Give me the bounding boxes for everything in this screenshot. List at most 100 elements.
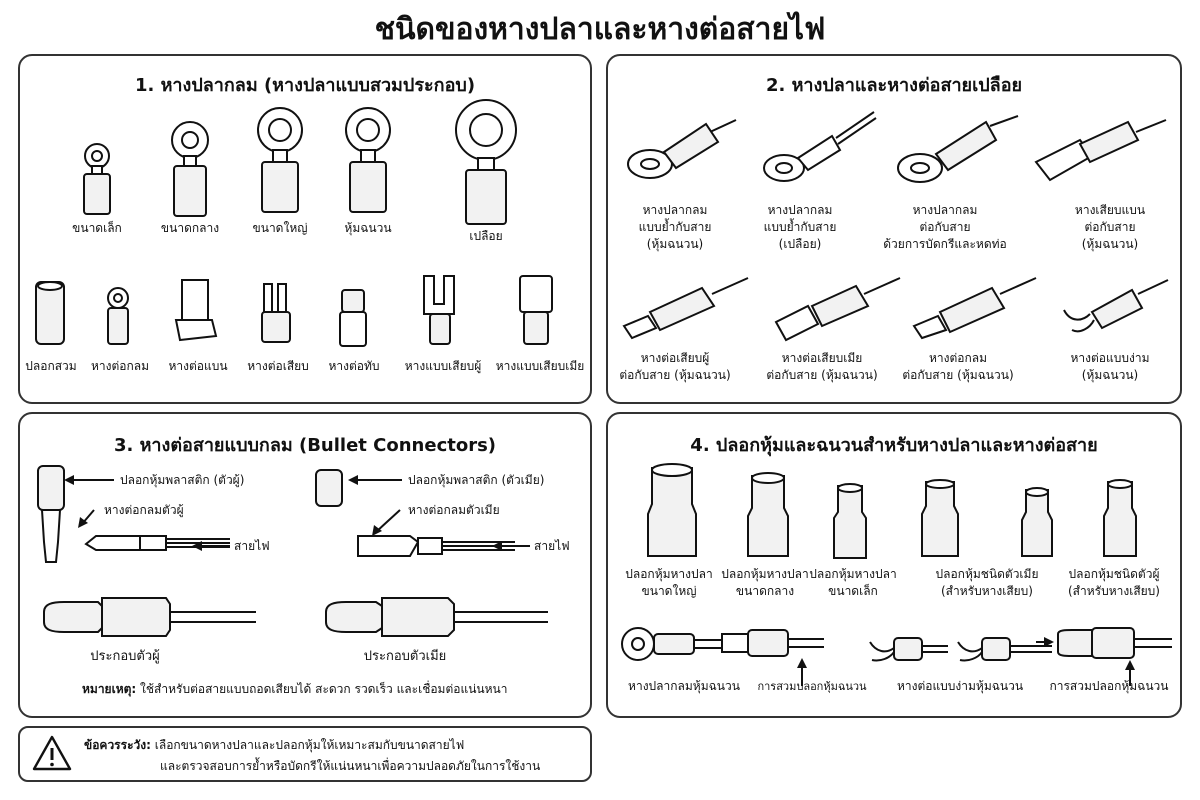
section-3-title: 3. หางต่อสายแบบกลม (Bullet Connectors) [113, 435, 497, 456]
s1-label-female-spade: หางแบบเสียบเมีย [495, 359, 585, 373]
section-1-title: 1. หางปลากลม (หางปลาแบบสวมประกอบ) [134, 75, 476, 96]
s4-label-fitting-2: การสวมปลอกหุ้มฉนวน [1049, 679, 1169, 693]
page-title: ชนิดของหางปลาและหางต่อสายไฟ [374, 12, 826, 47]
s1-label-small: ขนาดเล็ก [72, 221, 122, 235]
s4-label-ring-insulated: หางปลากลมหุ้มฉนวน [628, 679, 740, 693]
s2-label-3c: ด้วยการบัดกรีและหดท่อ [883, 237, 1007, 251]
s4-label-male-2: (สำหรับหางเสียบ) [1068, 584, 1160, 598]
s2-label-1b: แบบย้ำกับสาย [638, 220, 712, 234]
warning-icon [32, 735, 72, 771]
s2-label-2c: (เปลือย) [778, 237, 822, 251]
s3-label-wire-2: สายไฟ [534, 539, 570, 553]
section-2-panel: 2. หางปลาและหางต่อสายเปลือย [606, 54, 1182, 404]
section-2-title: 2. หางปลาและหางต่อสายเปลือย [765, 75, 1023, 96]
s3-note-label: หมายเหตุ: [82, 682, 137, 696]
s2-label-2b: แบบย้ำกับสาย [763, 220, 837, 234]
s3-label-male-cover: ปลอกหุ้มพลาสติก (ตัวผู้) [120, 473, 245, 487]
ring-terminal-medium-figure [171, 121, 209, 217]
male-bullet-arrows [64, 475, 230, 551]
s1-label-large: ขนาดใหญ่ [252, 221, 308, 235]
s4-label-medium-1: ปลอกหุ้มหางปลา [721, 567, 809, 581]
male-assembly-figure [43, 597, 256, 637]
section-3-panel: 3. หางต่อสายแบบกลม (Bullet Connectors) [18, 412, 592, 718]
female-spade-figure [519, 275, 553, 345]
section-4-panel: 4. ปลอกหุ้มและฉนวนสำหรับหางปลาและหางต่อส… [606, 412, 1182, 718]
female-bullet-arrows [348, 475, 530, 551]
s3-label-male-assembly: ประกอบตัวผู้ [90, 649, 160, 664]
s2-label-6a: หางต่อเสียบเมีย [781, 351, 863, 365]
s4-label-medium-2: ขนาดกลาง [735, 584, 795, 598]
s4-label-female-1: ปลอกหุ้มชนิดตัวเมีย [935, 567, 1039, 581]
sleeve-male-small-figure [1021, 487, 1053, 557]
s2-label-4b: ต่อกับสาย [1084, 220, 1136, 234]
section-4-title: 4. ปลอกหุ้มและฉนวนสำหรับหางปลาและหางต่อส… [690, 435, 1098, 456]
sleeve-female-figure [921, 479, 959, 557]
s2-label-7a: หางต่อกลม [928, 351, 988, 365]
round-joint-wire-figure [912, 277, 1037, 340]
sleeve-medium-figure [747, 472, 789, 557]
female-bullet-wire-figure [774, 277, 901, 342]
s3-label-wire-1: สายไฟ [234, 539, 270, 553]
s2-label-5b: ต่อกับสาย (หุ้มฉนวน) [619, 368, 731, 382]
s4-label-small-2: ขนาดเล็ก [828, 584, 878, 598]
s1-label-crimp-joint: หางต่อทับ [328, 359, 380, 373]
s1-label-flat-joint: หางต่อแบน [168, 359, 228, 373]
s2-label-8a: หางต่อแบบง่าม [1070, 351, 1150, 365]
s4-label-fitting-1: การสวมปลอกหุ้มฉนวน [757, 680, 867, 693]
s1-label-bare: เปลือย [469, 229, 503, 243]
s1-label-sleeve: ปลอกสวม [25, 359, 77, 373]
soldered-ring-figure [897, 115, 1019, 183]
ring-terminal-small-figure [83, 143, 111, 215]
s2-label-1a: หางปลากลม [642, 203, 708, 217]
ring-terminal-bare-figure [455, 99, 517, 225]
s3-label-male-pin: หางต่อกลมตัวผู้ [104, 503, 184, 517]
sleeve-male-figure [1103, 479, 1137, 557]
s3-label-female-pin: หางต่อกลมตัวเมีย [408, 503, 500, 517]
sleeve-fitting-figure-2 [1036, 627, 1172, 686]
crimped-ring-bare-figure [763, 111, 877, 182]
s2-label-2a: หางปลากลม [767, 203, 833, 217]
flat-receptacle-figure [1034, 119, 1167, 182]
s2-label-3b: ต่อกับสาย [919, 220, 971, 234]
crimped-ring-insulated-figure [627, 119, 737, 179]
warning-text-1: เลือกขนาดหางปลาและปลอกหุ้มให้เหมาะสมกับข… [154, 738, 465, 752]
s1-label-plug-joint: หางต่อเสียบ [247, 359, 309, 373]
s2-label-3a: หางปลากลม [912, 203, 978, 217]
plug-joint-figure [261, 283, 291, 343]
sleeve-figure [35, 281, 65, 345]
ring-terminal-large-figure [257, 107, 303, 213]
round-joint-figure [107, 287, 129, 345]
s3-label-female-assembly: ประกอบตัวเมีย [363, 649, 447, 664]
female-bullet-parts-figure [315, 469, 515, 557]
s2-label-1c: (หุ้มฉนวน) [646, 237, 704, 251]
s2-label-6b: ต่อกับสาย (หุ้มฉนวน) [766, 368, 878, 382]
s4-label-large-2: ขนาดใหญ่ [641, 584, 697, 598]
s3-note: หมายเหตุ: ใช้สำหรับต่อสายแบบถอดเสียบได้ … [82, 681, 507, 698]
section-1-panel: 1. หางปลากลม (หางปลาแบบสวมประกอบ) [18, 54, 592, 404]
male-bullet-wire-figure [622, 277, 749, 340]
s4-label-female-2: (สำหรับหางเสียบ) [941, 584, 1033, 598]
s2-label-8b: (หุ้มฉนวน) [1081, 368, 1139, 382]
insulated-ring-figure [621, 627, 730, 661]
sleeve-small-figure [833, 483, 867, 559]
crimp-joint-figure [339, 289, 367, 347]
sleeve-fitting-figure-1 [721, 629, 824, 686]
s2-label-4a: หางเสียบแบน [1074, 203, 1146, 217]
ring-terminal-insulated-figure [345, 107, 391, 213]
male-spade-figure [423, 275, 455, 345]
male-bullet-parts-figure [37, 465, 230, 563]
s3-label-female-cover: ปลอกหุ้มพลาสติก (ตัวเมีย) [408, 473, 545, 487]
s1-label-insulated: หุ้มฉนวน [344, 221, 392, 235]
s2-label-7b: ต่อกับสาย (หุ้มฉนวน) [902, 368, 1014, 382]
s3-note-text: ใช้สำหรับต่อสายแบบถอดเสียบได้ สะดวก รวดเ… [140, 682, 508, 696]
s2-label-4c: (หุ้มฉนวน) [1081, 237, 1139, 251]
warning-label: ข้อควรระวัง: [84, 738, 151, 752]
warning-line-1: ข้อควรระวัง: เลือกขนาดหางปลาและปลอกหุ้มใ… [84, 737, 464, 754]
s4-label-fork-insulated: หางต่อแบบง่ามหุ้มฉนวน [896, 679, 1024, 693]
s4-label-small-1: ปลอกหุ้มหางปลา [809, 567, 897, 581]
s1-label-male-spade: หางแบบเสียบผู้ [404, 359, 482, 373]
warning-text-2: และตรวจสอบการย้ำหรือบัดกรีให้แน่นหนาเพื่… [160, 759, 541, 773]
flat-joint-figure [174, 279, 218, 342]
s4-label-large-1: ปลอกหุ้มหางปลา [625, 567, 713, 581]
s2-label-5a: หางต่อเสียบผู้ [640, 351, 710, 365]
